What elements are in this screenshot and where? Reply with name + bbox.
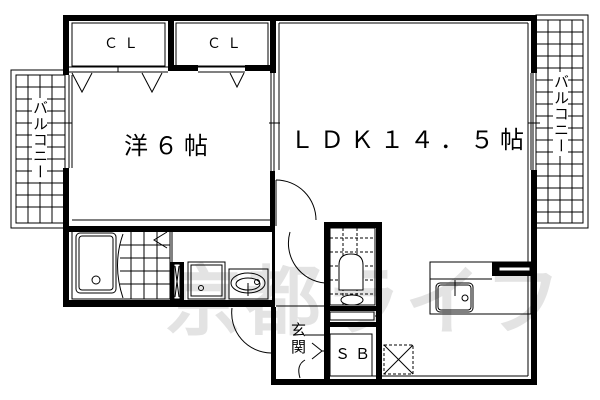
western-room-label: 洋６帖: [124, 132, 214, 160]
closet-right-label: ＣＬ: [207, 36, 247, 52]
ldk-label: ＬＤＫ１４．５帖: [290, 126, 530, 154]
shoe-box-label: ＳＢ: [335, 345, 376, 363]
entrance-label: 玄関: [289, 322, 307, 356]
balcony-right: [535, 14, 589, 229]
balcony-left-label: バルコニー: [31, 98, 49, 182]
balcony-right-label: バルコニー: [552, 72, 570, 156]
closet-left-label: ＣＬ: [104, 36, 144, 52]
